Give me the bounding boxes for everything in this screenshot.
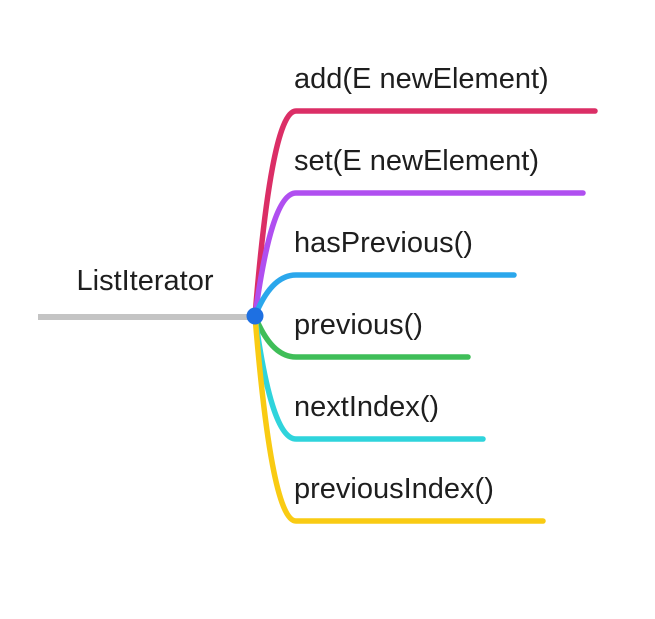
branch-label-previousindex[interactable]: previousIndex() (294, 473, 494, 505)
branch-label-add[interactable]: add(E newElement) (294, 63, 549, 95)
branch-line-previousindex (252, 313, 546, 524)
branch-line-set (252, 190, 586, 319)
root-node-label[interactable]: ListIterator (76, 265, 214, 297)
branch-line-add (252, 108, 598, 319)
branch-label-nextindex[interactable]: nextIndex() (294, 391, 440, 423)
root-node-dot[interactable] (246, 307, 264, 325)
branch-label-previous[interactable]: previous() (294, 309, 423, 341)
branch-line-hasprevious (252, 272, 517, 319)
branch-label-hasprevious[interactable]: hasPrevious() (294, 227, 473, 259)
branch-label-set[interactable]: set(E newElement) (294, 145, 539, 177)
